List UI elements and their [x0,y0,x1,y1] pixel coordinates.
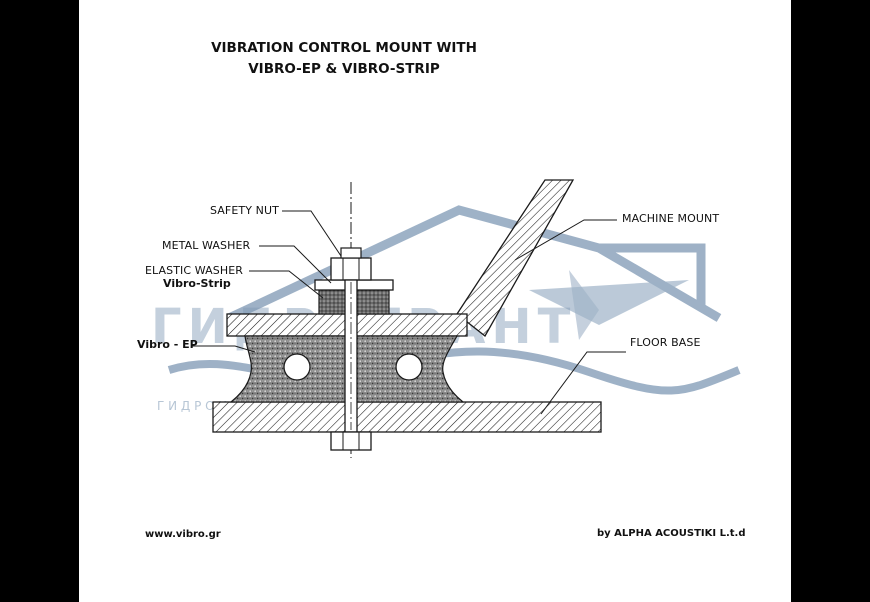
bolt-head [330,431,372,451]
footer-website: www.vibro.gr [145,529,221,540]
title-line-2: VIBRO-EP & VIBRO-STRIP [248,61,440,77]
title-line-1: VIBRATION CONTROL MOUNT WITH [211,40,477,56]
label-safety-nut: SAFETY NUT [210,204,279,217]
leader-lines [191,210,626,415]
diagram-sheet: ГИДРОГРАНТ Г И Д Р О И З О Л Я Ц И Я Ш В… [79,0,791,602]
bolt-tip [340,247,362,259]
machine-mount-arm [456,179,575,337]
label-floor-base: FLOOR BASE [630,336,701,349]
safety-nut [330,257,372,281]
floor-base [212,401,602,433]
label-machine-mount: MACHINE MOUNT [622,212,720,225]
vibro-ep-hole-left [283,353,311,381]
vibro-ep-hole-right [395,353,423,381]
label-elastic-washer: ELASTIC WASHER [145,264,244,277]
mount-drawing: ГИДРОГРАНТ Г И Д Р О И З О Л Я Ц И Я Ш В… [151,179,741,458]
label-metal-washer: METAL WASHER [162,239,251,252]
label-vibro-strip: Vibro-Strip [163,277,231,290]
label-vibro-ep: Vibro - EP [137,338,198,351]
footer-credit: by ALPHA ACOUSTIKI L.t.d [597,528,746,539]
